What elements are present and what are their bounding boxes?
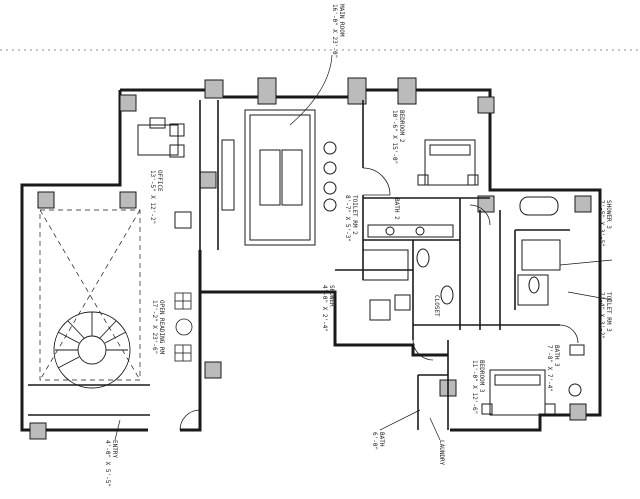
bedroom-2-bed <box>417 139 479 186</box>
label-office: OFFICE 13'-5" X 12'-2" <box>149 170 163 225</box>
label-toilet-3: TOILET RM 3 7'-4" X 3'-2" <box>598 292 612 339</box>
doors <box>179 167 579 431</box>
main-room-furniture <box>221 109 337 246</box>
office-furniture <box>137 117 192 229</box>
bedroom-3-bed <box>481 369 556 416</box>
exterior-walls <box>20 88 602 432</box>
label-bath-3: BATH 3 7'-8" X 7'-4" <box>546 345 560 392</box>
label-shower-4: SHOWER 4'-0" X 2'-4" <box>321 285 335 332</box>
reading-room-furniture <box>174 292 193 362</box>
leader-lines <box>114 54 613 441</box>
label-bedroom-2: BEDROOM 2 10'-6" X 15'-0" <box>391 110 405 165</box>
interior-walls <box>28 100 570 430</box>
label-entry: ENTRY 4'-0" X 5'-5" <box>104 440 118 487</box>
label-laundry: LAUNDRY <box>438 440 445 466</box>
spiral-stair <box>53 311 131 389</box>
columns <box>29 77 592 440</box>
label-main-room: MAIN ROOM 16'-0" X 23'-0" <box>331 4 345 59</box>
label-shower-3: SHOWER 3 7'-5" X 3'-5" <box>598 200 612 247</box>
label-bath-2: BATH 2 <box>393 198 400 220</box>
label-open-reading-rm: OPEN READING RM 17'-2" X 23'-6" <box>151 300 165 355</box>
label-toilet-2: TOILET RM 2 8'-7" X 5'-3" <box>344 195 358 242</box>
label-bath-lower: BATH 6'-0" <box>371 432 385 451</box>
label-closet: CLOSET <box>433 295 440 317</box>
label-bedroom-3: BEDROOM 3 11'-0" X 12'-6" <box>471 360 485 415</box>
bath-fixtures <box>362 196 585 397</box>
reading-room-guides <box>39 209 141 381</box>
